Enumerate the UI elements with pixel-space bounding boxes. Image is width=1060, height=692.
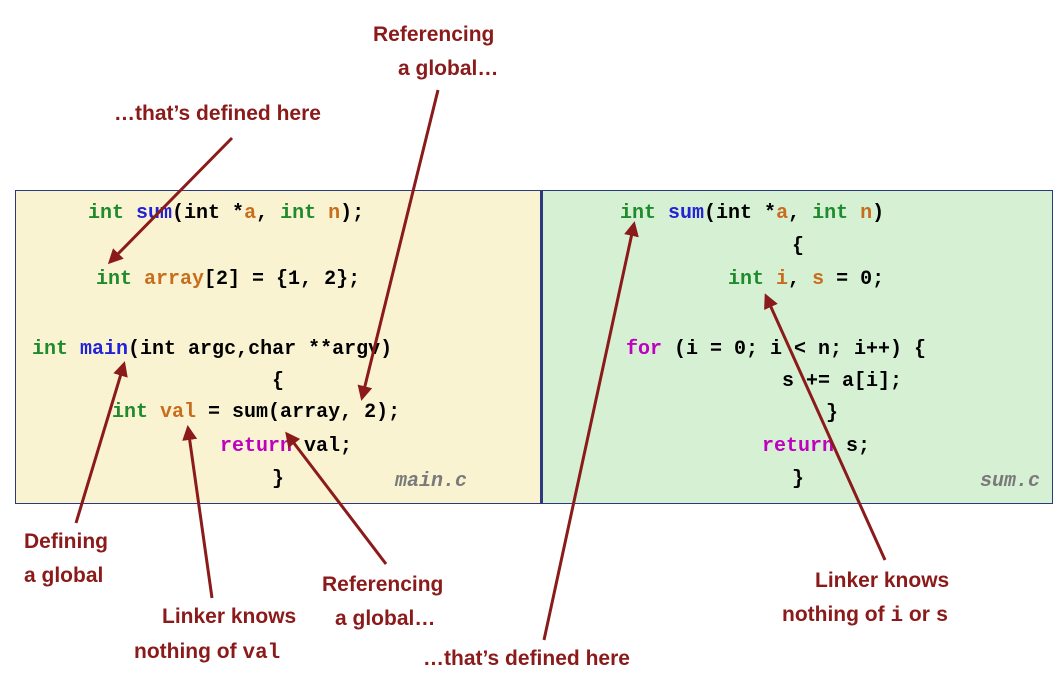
sum-c-panel bbox=[541, 190, 1053, 504]
arrow-referencing-bottom bbox=[285, 431, 388, 565]
main-c-filename: main.c bbox=[395, 470, 468, 493]
arrow-referencing-top bbox=[357, 89, 440, 401]
sum-c-line-4: for (i = 0; i < n; i++) { bbox=[626, 338, 927, 361]
sum-c-line-1: int sum(int *a, int n) bbox=[620, 202, 885, 225]
main-c-line-4: { bbox=[272, 370, 285, 393]
main-c-panel bbox=[15, 190, 541, 504]
annotation-referencing-top-line1: Referencing bbox=[373, 23, 495, 46]
sum-c-line-7: return s; bbox=[762, 435, 871, 458]
annotation-defined-here-top: …that’s defined here bbox=[114, 102, 321, 125]
arrow-defined-here-top bbox=[107, 136, 234, 265]
sum-c-line-2: { bbox=[792, 235, 805, 258]
sum-c-line-8: } bbox=[792, 468, 805, 491]
main-c-line-6: return val; bbox=[220, 435, 353, 458]
main-c-line-3: int main(int argc,char **argv) bbox=[32, 338, 393, 361]
annotation-linker-val-line1: Linker knows bbox=[162, 605, 297, 628]
annotation-linker-val-line2: nothing of val bbox=[134, 640, 281, 665]
annotation-referencing-bottom-line2: a global… bbox=[335, 607, 436, 630]
main-c-line-7: } bbox=[272, 468, 285, 491]
main-c-line-2: int array[2] = {1, 2}; bbox=[96, 268, 361, 291]
annotation-defined-here-bottom: …that’s defined here bbox=[423, 647, 630, 670]
annotation-referencing-top-line2: a global… bbox=[398, 57, 499, 80]
annotation-linker-is-line1: Linker knows bbox=[815, 569, 950, 592]
annotation-referencing-bottom-line1: Referencing bbox=[322, 573, 444, 596]
annotation-defining-line2: a global bbox=[24, 564, 104, 587]
annotation-linker-is-line2: nothing of i or s bbox=[782, 603, 949, 628]
sum-c-line-5: s += a[i]; bbox=[782, 370, 903, 393]
arrow-defining bbox=[74, 361, 128, 524]
sum-c-line-3: int i, s = 0; bbox=[728, 268, 885, 291]
annotation-defining-line1: Defining bbox=[24, 530, 108, 553]
main-c-line-5: int val = sum(array, 2); bbox=[112, 401, 401, 424]
arrow-defined-here-bottom bbox=[542, 221, 639, 641]
sum-c-line-6: } bbox=[826, 402, 839, 425]
arrow-linker-is bbox=[764, 293, 887, 561]
sum-c-filename: sum.c bbox=[980, 470, 1041, 493]
arrow-linker-val bbox=[182, 425, 214, 599]
